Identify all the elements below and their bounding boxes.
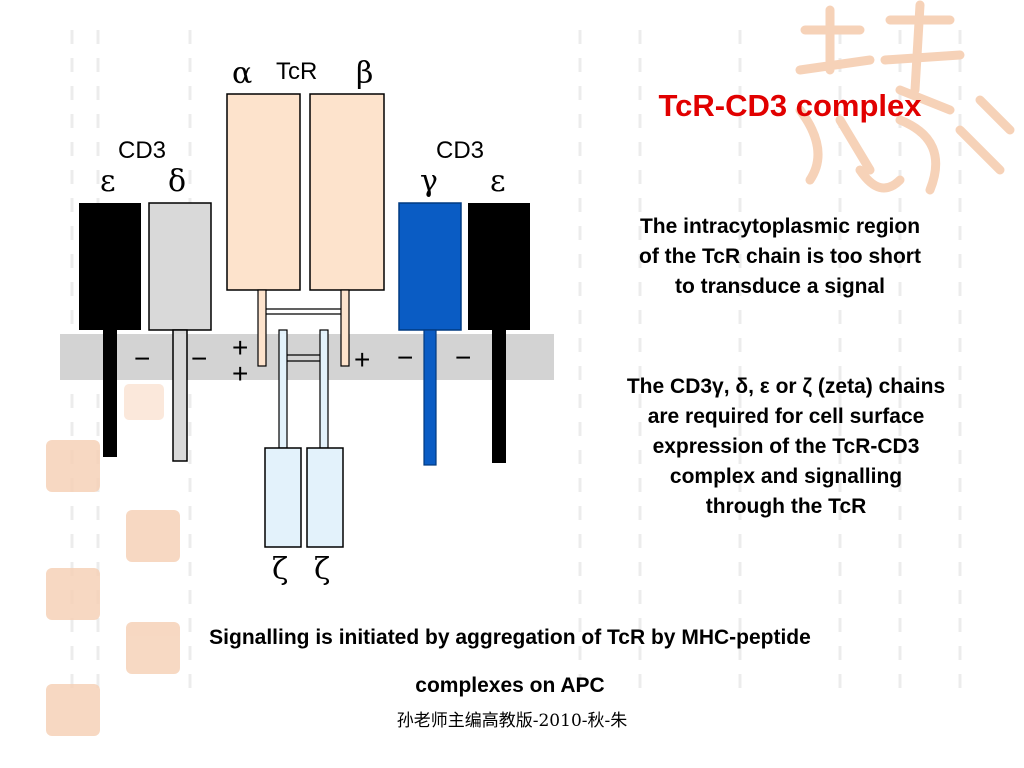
cd3-left-label: CD3 [118,137,167,164]
gamma-label: γ [420,164,438,199]
paragraph-2: The CD3γ, δ, ε or ζ (zeta) chains are re… [586,372,986,522]
zeta-right-stem [319,329,329,449]
tcr-beta-extracellular [309,93,385,291]
alpha-label: α [232,56,253,91]
charge-alpha-top: + [232,332,249,363]
slide-title: TcR-CD3 complex [658,88,922,123]
delta-label: δ [168,164,187,199]
cell-membrane [60,334,554,380]
cd3-epsilon-left-extracellular [79,203,141,330]
paragraph-1: The intracytoplasmic region of the TcR c… [590,212,970,302]
charge-gamma: − [397,342,414,373]
zeta-left-stem [278,329,288,449]
paragraph-2-line: through the TcR [705,495,867,518]
paragraph-2-line: The CD3γ, δ, ε or ζ (zeta) chains [626,375,946,398]
tcr-alpha-transmembrane [257,289,267,367]
zeta-right-label: ζ [314,552,331,587]
paragraph-2-line: expression of the TcR-CD3 [652,435,920,458]
charge-beta: + [354,344,371,375]
cd3-epsilon-right-tail [492,330,506,463]
beta-label: β [356,56,374,91]
tcr-alpha-extracellular [226,93,301,291]
footer-text: 孙老师主编高教版-2010-秋-朱 [396,711,628,731]
charge-delta: − [191,343,208,374]
tcr-cd3-diagram [60,93,554,548]
bottom-text-line-2: complexes on APC [415,674,605,697]
epsilon-left-label: ε [100,164,116,199]
cd3-gamma-tail [423,329,437,466]
cd3-gamma-extracellular [398,202,462,331]
cd3-right-label: CD3 [436,137,485,164]
cd3-epsilon-right-extracellular [468,203,530,330]
tcr-label: TcR [276,58,318,85]
cd3-delta-tail [172,329,188,462]
bottom-text-line-1: Signalling is initiated by aggregation o… [209,626,811,649]
tcr-beta-transmembrane [340,289,350,367]
paragraph-2-line: complex and signalling [669,465,903,488]
zeta-right-domain [306,447,344,548]
zeta-left-label: ζ [272,552,289,587]
paragraph-2-line: are required for cell surface [647,405,925,428]
charge-alpha-bottom: + [232,358,249,389]
cd3-epsilon-left-tail [103,330,117,457]
paragraph-1-line: to transduce a signal [674,275,886,298]
paragraph-1-line: The intracytoplasmic region [639,215,921,238]
paragraph-1-line: of the TcR chain is too short [639,245,921,268]
epsilon-right-label: ε [490,164,506,199]
cd3-delta-extracellular [148,202,212,331]
zeta-left-domain [264,447,302,548]
charge-epsilon-left: − [134,343,151,374]
charge-epsilon-right: − [455,342,472,373]
